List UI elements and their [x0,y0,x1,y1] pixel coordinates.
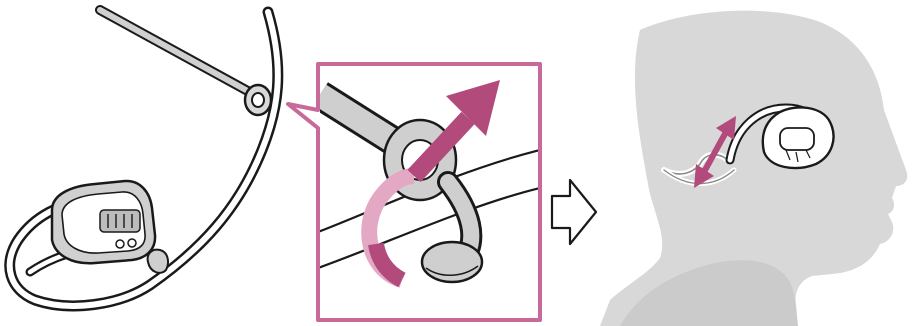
adjuster-ring [245,85,271,115]
right-arrow-icon [552,180,596,244]
earbud-body [52,181,168,273]
head-profile-panel [600,11,907,326]
headband-panel [10,10,278,306]
callout-panel [288,64,540,320]
